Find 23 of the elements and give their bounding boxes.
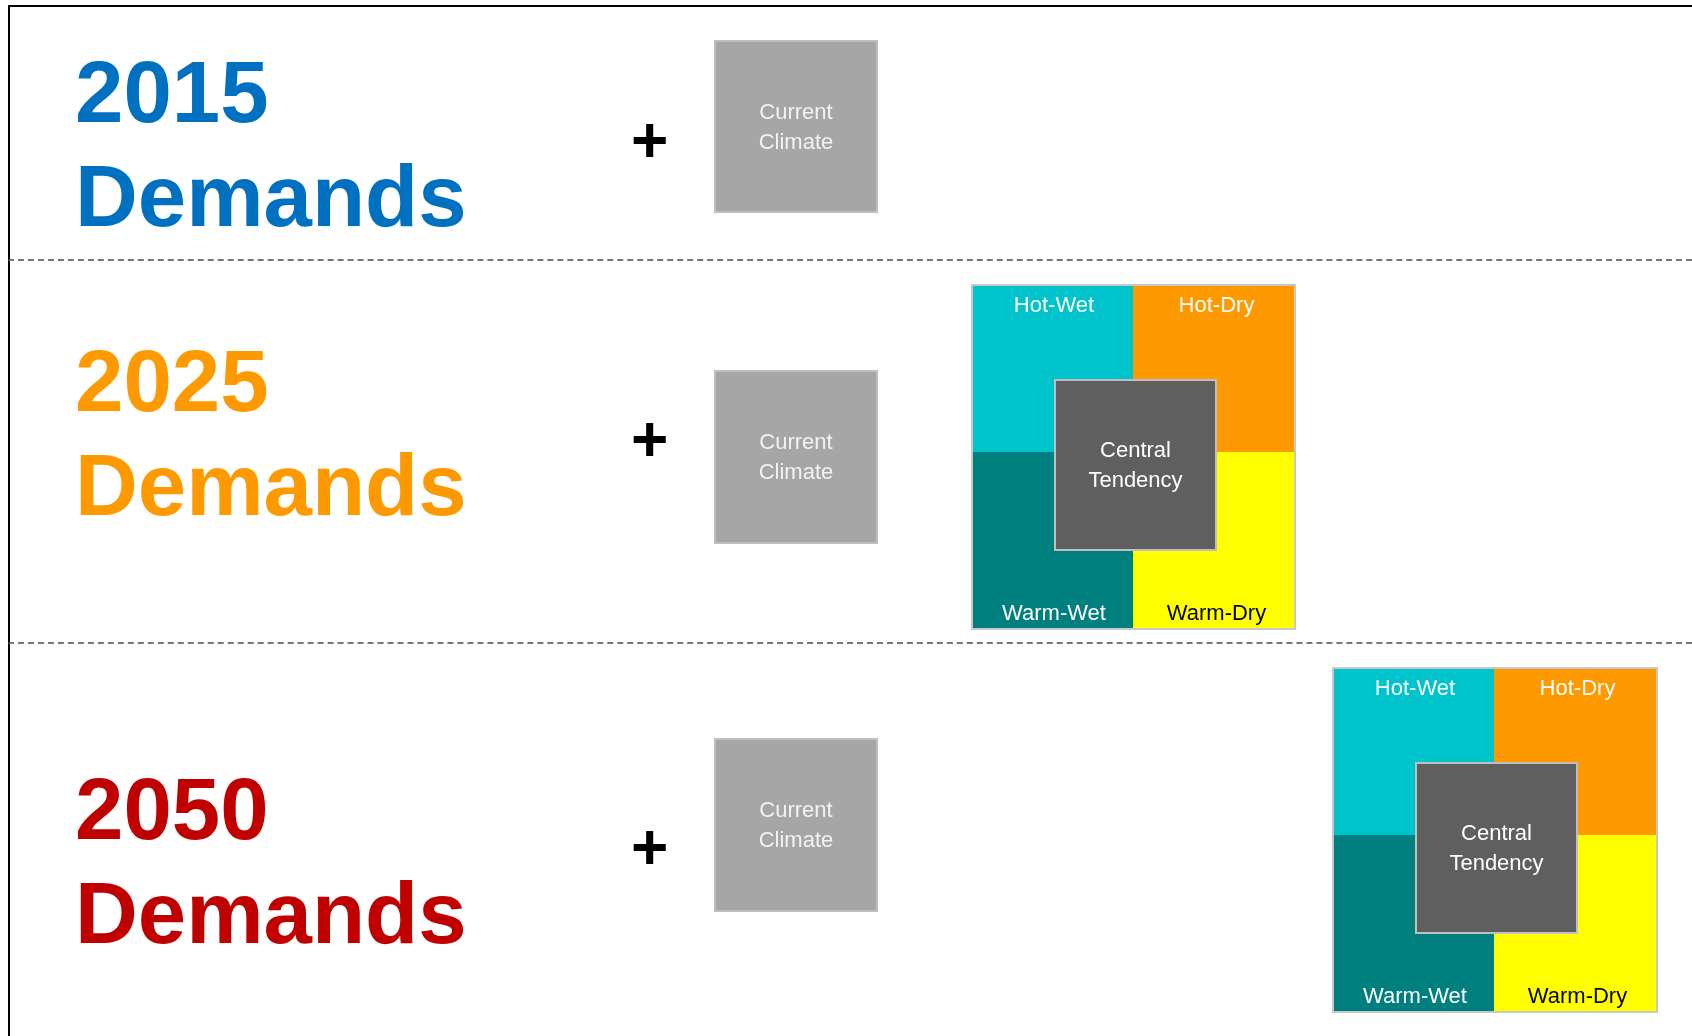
row-title: 2025 Demands	[75, 331, 468, 535]
scenario-grid	[971, 284, 1296, 630]
current-climate-box: Current Climate	[714, 738, 878, 912]
row-title: 2015 Demands	[75, 42, 468, 246]
row-title: 2050 Demands	[75, 759, 468, 963]
row-band	[8, 5, 1692, 261]
scenario-grid	[1332, 667, 1658, 1013]
plus-sign: +	[631, 810, 669, 885]
scenario-quadrant: Hot-Wet	[1334, 669, 1496, 709]
current-climate-box: Current Climate	[714, 40, 878, 213]
scenario-quadrant: Warm-Wet	[973, 592, 1135, 632]
row-band	[8, 261, 1692, 644]
plus-sign: +	[631, 402, 669, 477]
plus-sign: +	[631, 103, 669, 178]
current-climate-box: Current Climate	[714, 370, 878, 544]
center-scenario-box: Central Tendency	[1415, 762, 1578, 934]
scenario-quadrant: Warm-Dry	[1135, 592, 1298, 632]
scenario-quadrant: Hot-Dry	[1496, 669, 1659, 709]
scenario-quadrant: Warm-Dry	[1496, 975, 1659, 1015]
scenario-quadrant: Hot-Dry	[1135, 286, 1298, 326]
scenario-quadrant: Warm-Wet	[1334, 975, 1496, 1015]
scenario-quadrant: Hot-Wet	[973, 286, 1135, 326]
center-scenario-box: Central Tendency	[1054, 379, 1217, 551]
